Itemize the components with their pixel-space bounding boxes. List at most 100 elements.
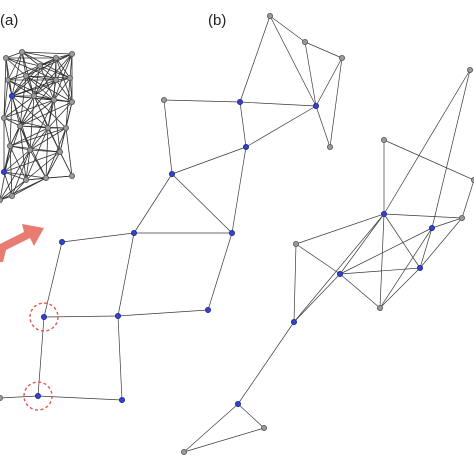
sparse-node	[204, 306, 211, 313]
dense-node	[16, 123, 23, 130]
dense-edge	[3, 171, 27, 181]
dense-node	[63, 125, 70, 132]
sparse-edge	[183, 427, 265, 453]
dense-node	[0, 197, 3, 203]
sparse-node	[292, 240, 299, 247]
dense-edge	[3, 117, 11, 147]
highlight-circle-lower	[23, 381, 53, 411]
dense-edge	[5, 57, 41, 67]
dense-node	[37, 63, 44, 70]
sparse-edge	[383, 69, 471, 215]
dense-edge	[11, 75, 27, 97]
dense-edge	[55, 53, 73, 81]
sparse-edge	[133, 173, 173, 234]
dense-edge	[33, 65, 41, 97]
sparse-node	[326, 143, 333, 150]
sparse-edge	[379, 227, 433, 309]
sparse-node	[260, 424, 267, 431]
sparse-node	[130, 229, 137, 236]
dense-edge	[53, 99, 73, 103]
dense-edge	[0, 177, 47, 201]
dense-edge	[7, 75, 27, 81]
dense-edge	[9, 127, 49, 147]
sparse-node	[41, 313, 48, 320]
dense-edge	[29, 127, 67, 151]
sparse-node	[115, 312, 122, 319]
dense-edge	[7, 57, 57, 81]
dense-edge	[25, 127, 49, 181]
highlighted-nodes	[23, 302, 59, 411]
sparse-edge	[269, 15, 306, 43]
dense-node	[51, 97, 58, 104]
dense-edge	[7, 79, 35, 97]
sparse-node	[312, 103, 319, 110]
sparse-edge	[419, 227, 433, 269]
dense-edge	[45, 127, 49, 179]
dense-edge	[7, 79, 55, 101]
dense-edge	[55, 79, 73, 103]
sparse-node	[338, 55, 345, 62]
dense-edge	[5, 57, 13, 97]
dense-node	[3, 55, 9, 62]
sparse-edge	[304, 41, 317, 107]
dense-edge	[53, 77, 71, 101]
transform-arrow-icon	[0, 224, 44, 262]
dense-edge	[45, 151, 61, 179]
dense-edge	[33, 53, 73, 97]
dense-edge	[19, 79, 57, 127]
dense-node	[5, 77, 11, 84]
sparse-node	[0, 395, 3, 401]
sparse-edge	[117, 315, 123, 401]
dense-edge	[9, 145, 13, 197]
sparse-edge	[117, 232, 135, 317]
dense-node	[57, 148, 64, 155]
dense-edge	[9, 125, 21, 147]
dense-edge	[19, 101, 73, 127]
sparse-edge	[379, 213, 385, 309]
sparse-node	[59, 238, 66, 245]
sparse-edge	[315, 105, 331, 148]
sparse-node	[376, 304, 383, 311]
dense-edge	[59, 151, 73, 177]
sparse-node	[242, 143, 249, 150]
sparse-edge	[0, 395, 39, 399]
dense-node	[1, 115, 7, 122]
dense-edge	[29, 99, 55, 151]
dense-edge	[29, 149, 61, 153]
dense-edge	[7, 51, 23, 81]
dense-edge	[29, 95, 35, 151]
sparse-edge	[295, 213, 385, 245]
sparse-edge	[239, 15, 271, 103]
dense-edge	[29, 127, 49, 151]
dense-node	[22, 73, 29, 80]
sparse-node	[234, 400, 241, 407]
dense-node	[53, 77, 60, 84]
sparse-node	[458, 214, 465, 221]
panel-b-label: (b)	[208, 12, 227, 29]
sparse-edge	[237, 403, 265, 429]
sparse-edge	[183, 403, 239, 453]
sparse-edge	[163, 99, 241, 103]
sparse-node	[160, 97, 167, 104]
dense-edge	[45, 127, 67, 179]
sparse-node	[336, 270, 343, 277]
dense-node	[30, 93, 37, 100]
dense-node	[69, 172, 76, 179]
sparse-edge	[379, 267, 421, 309]
sparse-edge	[231, 146, 247, 234]
sparse-edge	[61, 232, 135, 243]
sparse-edge	[304, 41, 343, 59]
dense-edge	[3, 117, 49, 129]
dense-edge	[11, 79, 57, 97]
sparse-edge	[339, 267, 421, 275]
sparse-edge	[295, 243, 341, 275]
dense-edge	[9, 145, 27, 181]
dense-edge	[45, 175, 73, 179]
sparse-edge	[239, 101, 317, 107]
dense-edge	[47, 101, 73, 129]
sparse-edge	[315, 57, 343, 107]
dense-edge	[25, 75, 57, 81]
sparse-edge	[43, 315, 119, 318]
dense-node	[18, 49, 25, 56]
